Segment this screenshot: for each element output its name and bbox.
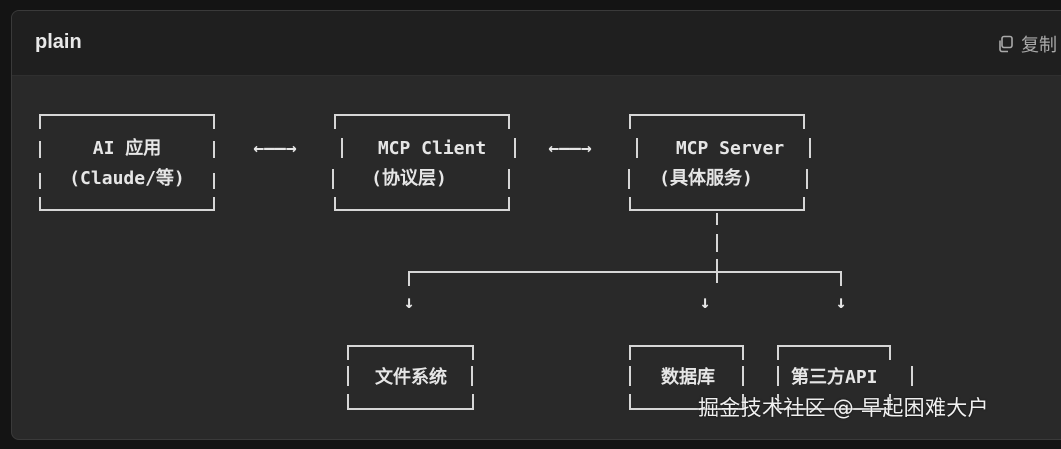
database-label: 数据库 [661, 366, 715, 388]
copy-label: 复制 [1021, 35, 1057, 56]
filesystem-box-border [347, 345, 474, 410]
copy-button[interactable]: 复制 [997, 31, 1057, 57]
third-party-label: 第三方API [791, 366, 878, 388]
ai-app-box-border [39, 114, 215, 211]
bidirectional-arrow-2: ←——→ [548, 138, 592, 159]
mcp-server-box: MCP Server (具体服务) [628, 114, 811, 211]
ai-app-label: AI 应用 [93, 137, 162, 159]
watermark: 掘金技术社区 @ 早起困难大户 [698, 396, 989, 420]
database-box: 数据库 [629, 345, 744, 410]
mcp-client-label: MCP Client [378, 138, 486, 159]
third-party-box: 第三方API [777, 345, 913, 410]
code-block-card: plain 复制 AI 应用 (Claude/等) ←——→ MCP Clien… [11, 10, 1061, 440]
bidirectional-arrow-1: ←——→ [253, 138, 297, 159]
code-language-label: plain [35, 31, 82, 53]
mcp-client-sublabel: (协议层) [371, 167, 447, 189]
code-block-header: plain 复制 [12, 11, 1061, 76]
filesystem-box: 文件系统 [347, 345, 474, 410]
ai-app-box: AI 应用 (Claude/等) [39, 114, 215, 211]
code-content: AI 应用 (Claude/等) ←——→ MCP Client (协议层) ←… [12, 76, 1061, 439]
mcp-server-label: MCP Server [676, 138, 785, 159]
mcp-server-sublabel: (具体服务) [659, 167, 753, 189]
mcp-client-box-border [332, 114, 516, 211]
down-arrow-filesystem: ↓ [404, 292, 415, 313]
ai-app-sublabel: (Claude/等) [69, 167, 185, 189]
filesystem-label: 文件系统 [375, 366, 447, 388]
architecture-diagram: AI 应用 (Claude/等) ←——→ MCP Client (协议层) ←… [39, 114, 913, 410]
down-arrow-third-party: ↓ [836, 292, 847, 313]
mcp-client-box: MCP Client (协议层) [332, 114, 516, 211]
down-arrow-database: ↓ [700, 292, 711, 313]
copy-icon [999, 35, 1013, 53]
database-box-border [629, 345, 744, 410]
third-party-box-border [777, 345, 913, 410]
branch-line [408, 271, 842, 286]
mcp-server-box-border [628, 114, 811, 211]
